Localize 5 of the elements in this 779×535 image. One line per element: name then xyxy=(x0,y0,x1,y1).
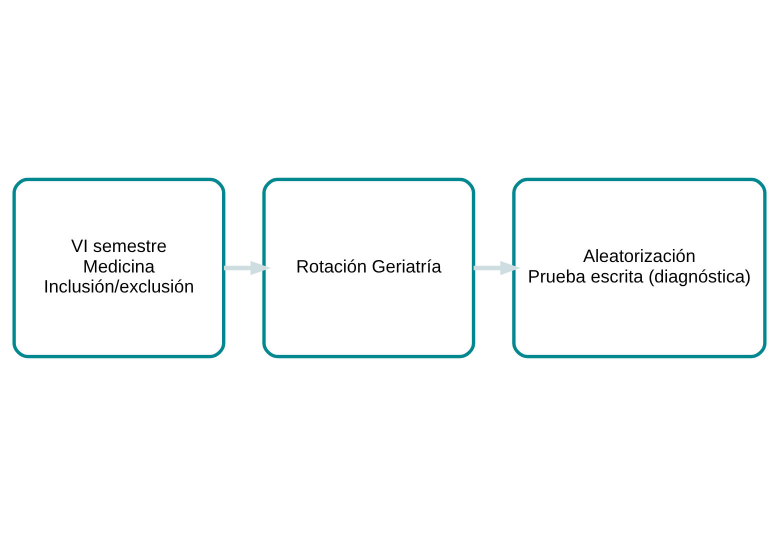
arrow xyxy=(224,260,271,275)
node-box: VI semestre Medicina Inclusión/exclusión xyxy=(12,177,226,358)
arrow xyxy=(474,260,520,275)
node-box: Rotación Geriatría xyxy=(262,177,476,358)
node-box: Aleatorización Prueba escrita (diagnóstica) xyxy=(512,177,767,358)
